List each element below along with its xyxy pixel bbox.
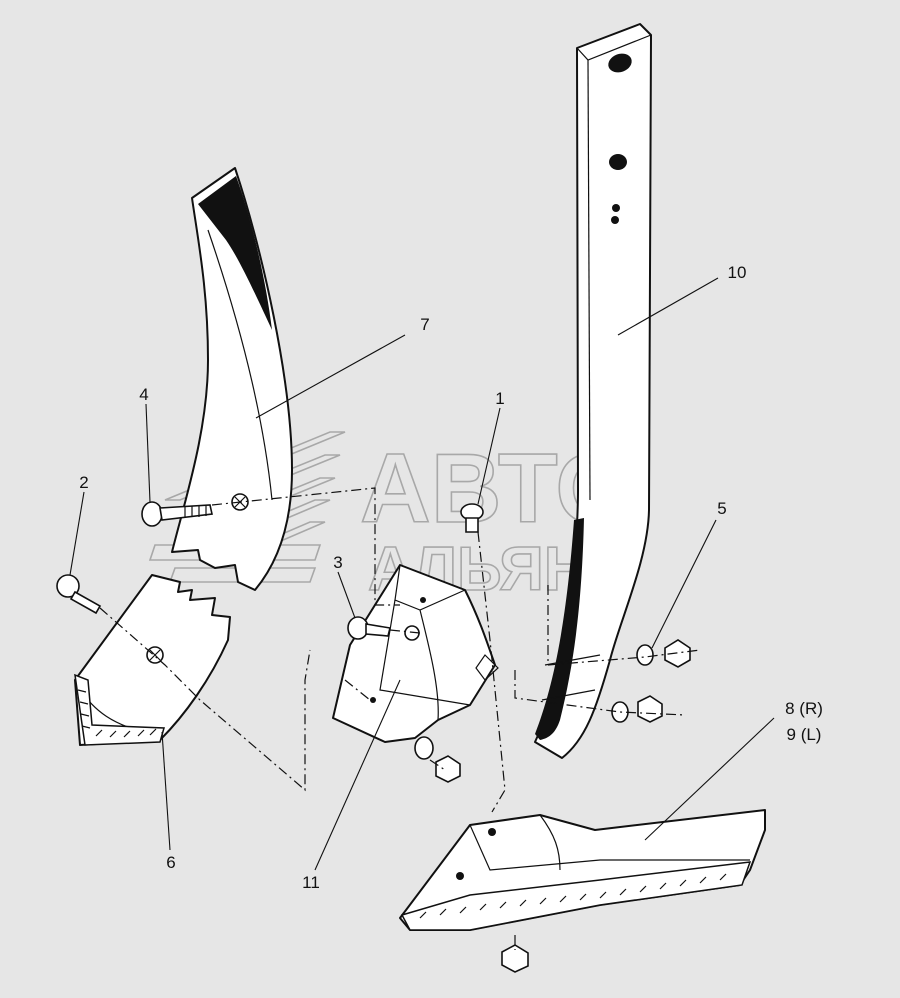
- callout-9: 9 (L): [787, 725, 822, 744]
- bolt-hole: [612, 204, 620, 212]
- callout-7: 7: [420, 315, 429, 334]
- callout-11: 11: [302, 873, 320, 892]
- callout-4: 4: [139, 385, 148, 404]
- bolt-part-3: [347, 616, 391, 640]
- shin-part-7: [171, 167, 293, 591]
- callout-1: 1: [495, 389, 504, 408]
- leader-lines: [69, 277, 775, 871]
- share-part-8-9: [399, 809, 766, 931]
- callout-2: 2: [79, 473, 88, 492]
- bolt-hole: [609, 154, 627, 170]
- callout-3: 3: [333, 553, 342, 572]
- bolt-part-1: [460, 503, 484, 533]
- bolt-hole: [608, 53, 632, 73]
- callout-10: 10: [728, 263, 747, 282]
- callout-8: 8 (R): [785, 699, 823, 718]
- callout-5: 5: [717, 499, 726, 518]
- washers-and-nuts: [414, 639, 691, 973]
- bolt-part-2: [56, 574, 102, 615]
- shank-part-10: [534, 23, 652, 759]
- callout-labels: 1 2 3 4 5 6 7 8 (R) 9 (L) 10 11: [79, 263, 823, 892]
- point-part-6: [74, 574, 231, 746]
- assembly-lines: [99, 487, 701, 950]
- bolt-part-4: [141, 501, 213, 527]
- callout-6: 6: [166, 853, 175, 872]
- bolt-hole: [611, 216, 619, 224]
